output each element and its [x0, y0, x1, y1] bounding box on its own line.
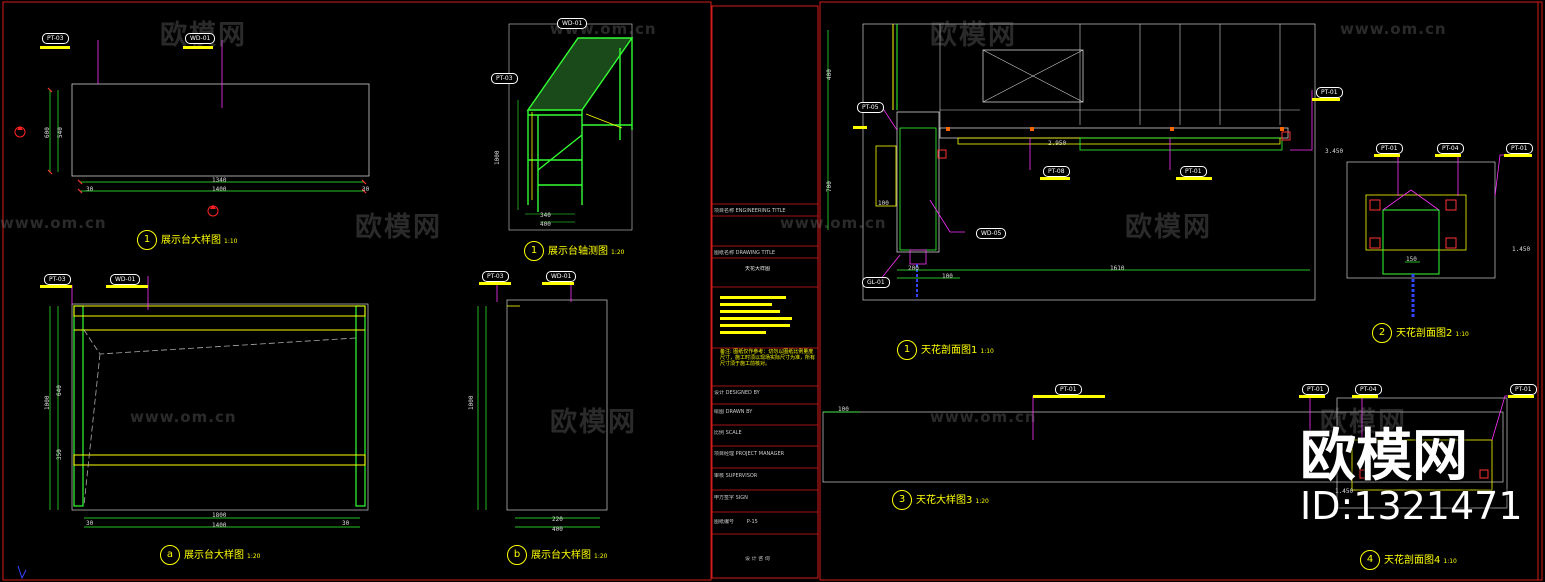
- title-block-lines: [712, 203, 818, 535]
- dimension-label: 1000: [44, 395, 51, 410]
- material-tag[interactable]: WD-05: [976, 228, 1007, 239]
- dimension-label: 30: [86, 520, 94, 527]
- material-tag[interactable]: WD-01: [557, 18, 588, 29]
- dimension-label: 400: [540, 221, 551, 228]
- tb-company: 设 计 咨 询: [745, 556, 770, 562]
- elevation-label: 2.950: [1048, 140, 1067, 147]
- dimension-label: 1800: [212, 512, 227, 519]
- tb-supervisor: 审核 SUPERVISOR: [714, 473, 758, 479]
- material-tag[interactable]: PT-04: [1355, 384, 1382, 395]
- material-tag[interactable]: PT-03: [482, 271, 509, 282]
- dimension-label: 30: [362, 186, 370, 193]
- dimension-label: 400: [826, 69, 833, 80]
- section-1-ceiling[interactable]: [827, 23, 1316, 301]
- title-block-frame: [711, 5, 819, 579]
- dimension-label: 600: [44, 127, 51, 138]
- left-sheet-frame: [2, 1, 712, 581]
- dimension-label: 100: [838, 406, 849, 413]
- tb-drawing-title: 天花大样图: [745, 266, 771, 272]
- material-tag[interactable]: PT-05: [857, 102, 884, 113]
- dimension-label: 400: [552, 526, 563, 533]
- material-tag[interactable]: PT-01: [1316, 87, 1343, 98]
- dimension-label: 30: [342, 520, 350, 527]
- tb-drawn-by: 绘图 DRAWN BY: [714, 409, 753, 415]
- dimension-label: 1000: [494, 150, 501, 165]
- view-b-elevation[interactable]: [477, 285, 608, 528]
- tb-scale: 比例 SCALE: [714, 430, 742, 436]
- material-tag[interactable]: WD-01: [546, 271, 577, 282]
- view-1-plan[interactable]: [14, 40, 370, 217]
- dimension-label: 540: [57, 127, 64, 138]
- dimension-label: 1000: [468, 395, 475, 410]
- dimension-label: 100: [878, 200, 889, 207]
- material-tag[interactable]: PT-01: [1506, 143, 1533, 154]
- elevation-label: 1.450: [1335, 488, 1354, 495]
- dimension-label: 150: [1406, 256, 1417, 263]
- material-tag[interactable]: GL-01: [862, 277, 890, 288]
- material-tag[interactable]: PT-01: [1510, 384, 1537, 395]
- dimension-label: 700: [826, 181, 833, 192]
- tb-designed-by: 设计 DESIGNED BY: [714, 390, 760, 396]
- dimension-label: 200: [908, 265, 919, 272]
- view-axonometric[interactable]: [508, 23, 634, 231]
- material-tag[interactable]: PT-04: [1437, 143, 1464, 154]
- tb-project-name: 项目名称 ENGINEERING TITLE: [714, 208, 786, 214]
- material-tag[interactable]: PT-03: [44, 274, 71, 285]
- tb-drawing-no: 图纸编号 P-15: [714, 519, 758, 525]
- dimension-label: 1610: [1110, 265, 1125, 272]
- tb-drawing-name: 图纸名称 DRAWING TITLE: [714, 250, 776, 256]
- elevation-label: 1.450: [1512, 246, 1531, 253]
- dimension-label: 340: [540, 212, 551, 219]
- material-tag[interactable]: WD-01: [185, 33, 216, 44]
- view-a-elevation[interactable]: [49, 276, 369, 528]
- right-sheet-frame: [819, 1, 1543, 581]
- material-tag[interactable]: PT-01: [1180, 166, 1207, 177]
- material-tag[interactable]: PT-03: [491, 73, 518, 84]
- material-tag[interactable]: PT-01: [1376, 143, 1403, 154]
- section-2-ceiling[interactable]: [1346, 154, 1510, 318]
- dimension-label: 1400: [212, 522, 227, 529]
- dimension-label: 1340: [212, 177, 227, 184]
- dimension-label: 30: [86, 186, 94, 193]
- material-tag[interactable]: WD-01: [110, 274, 141, 285]
- section-3-ceiling[interactable]: [822, 395, 1504, 483]
- dimension-label: 1400: [212, 186, 227, 193]
- material-tag[interactable]: PT-03: [42, 33, 69, 44]
- tb-sign: 甲方签字 SIGN: [714, 495, 748, 501]
- material-tag[interactable]: PT-01: [1302, 384, 1329, 395]
- elevation-label: 3.450: [1325, 148, 1344, 155]
- tb-project-manager: 项目经理 PROJECT MANAGER: [714, 451, 785, 457]
- section-4-ceiling[interactable]: [1309, 395, 1525, 509]
- tb-notes: 备注: 图纸仅作参考：切勿以图纸比例量度尺寸，施工时须以现场实际尺寸为准，所有尺…: [720, 349, 816, 367]
- material-tag[interactable]: PT-08: [1043, 166, 1070, 177]
- dimension-label: 220: [552, 516, 563, 523]
- dimension-label: 350: [56, 449, 63, 460]
- dimension-label: 640: [56, 385, 63, 396]
- dimension-label: 100: [942, 273, 953, 280]
- material-tag[interactable]: PT-01: [1055, 384, 1082, 395]
